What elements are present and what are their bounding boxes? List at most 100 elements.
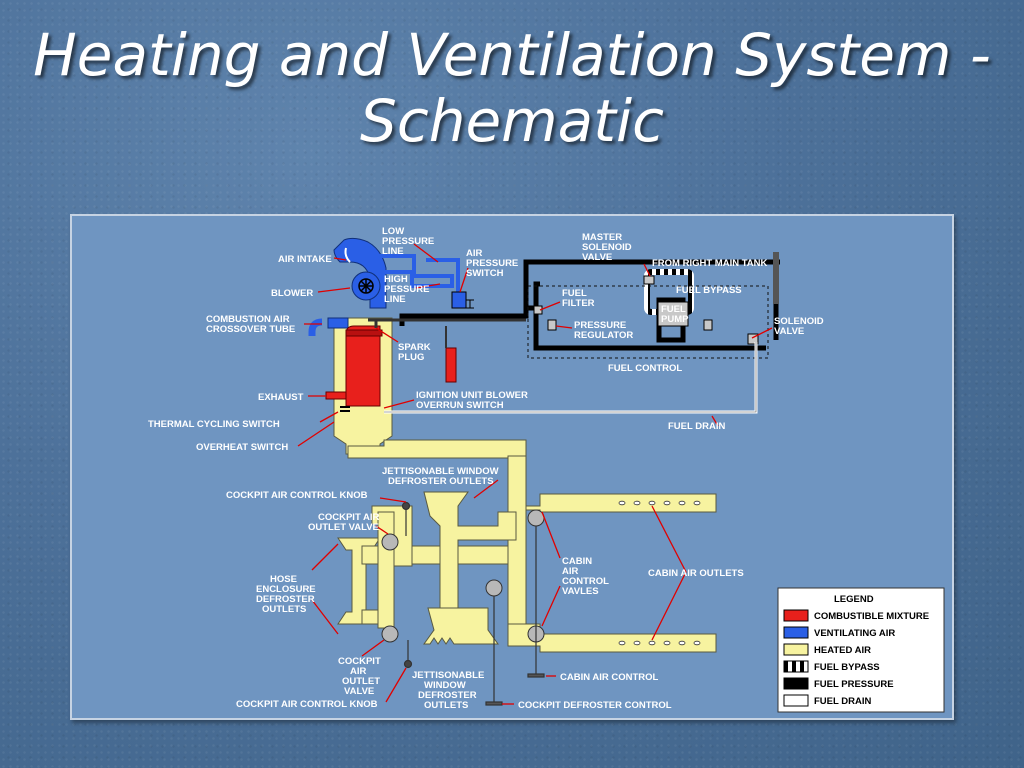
air-control-valves [381,509,545,643]
svg-text:FUEL DRAIN: FUEL DRAIN [814,696,871,707]
legend-item-ventilating: VENTILATING AIR [783,626,895,639]
svg-text:WINDOW: WINDOW [424,680,466,691]
svg-text:CROSSOVER TUBE: CROSSOVER TUBE [206,324,295,335]
cockpit-valve-lower [381,625,399,643]
label-fuel-pump: FUEL [661,304,686,315]
svg-text:PRESSURE: PRESSURE [382,236,434,247]
svg-text:COMBUSTIBLE MIXTURE: COMBUSTIBLE MIXTURE [814,611,929,622]
defroster-valve [485,579,503,597]
legend-item-heated: HEATED AIR [783,643,871,656]
label-jett-bottom: JETTISONABLE [412,670,484,681]
label-cockpit-defroster-control: COCKPIT DEFROSTER CONTROL [518,700,672,711]
svg-text:OUTLETS: OUTLETS [424,700,468,711]
svg-text:FILTER: FILTER [562,298,595,309]
switches [340,406,350,412]
schematic-diagram: AIR INTAKE BLOWER COMBUSTION AIR CROSSOV… [148,226,945,713]
label-pressure-regulator: PRESSURE [574,320,626,331]
label-blower: BLOWER [271,288,313,299]
label-cockpit-valve-top: COCKPIT AIR [318,512,380,523]
solenoid-valve [747,333,759,345]
svg-text:VENTILATING AIR: VENTILATING AIR [814,628,895,639]
master-solenoid-valve [643,275,655,285]
slide-title: Heating and Ventilation System - Schemat… [33,21,991,155]
svg-text:REGULATOR: REGULATOR [574,330,633,341]
label-spark-plug: SPARK [398,342,431,353]
label-thermal-switch: THERMAL CYCLING SWITCH [148,419,280,430]
main-trunk [507,455,527,627]
svg-text:ENCLOSURE: ENCLOSURE [256,584,316,595]
svg-text:LINE: LINE [382,246,404,257]
legend-title: LEGEND [834,594,874,605]
ignition-unit [445,347,457,383]
control-rods [401,501,545,706]
legend-item-fuel-pressure: FUEL PRESSURE [783,677,894,690]
svg-text:VALVE: VALVE [344,686,374,697]
pressure-regulator [547,319,557,331]
label-cockpit-knob-top: COCKPIT AIR CONTROL KNOB [226,490,368,501]
combustion-chamber [325,325,457,407]
fuel-control-box [527,285,769,359]
label-fuel-bypass: FUEL BYPASS [676,285,742,296]
label-ignition: IGNITION UNIT BLOWER [416,390,528,401]
legend-item-combustible: COMBUSTIBLE MIXTURE [783,609,929,622]
svg-text:CONTROL: CONTROL [562,576,609,587]
label-cockpit-knob-bottom: COCKPIT AIR CONTROL KNOB [236,699,378,710]
fuel-components [533,275,759,345]
label-combustion-air: COMBUSTION AIR [206,314,290,325]
label-solenoid-valve: SOLENOID [774,316,824,327]
callout-arrows [297,243,773,705]
label-fuel-filter: FUEL [562,288,587,299]
svg-text:OUTLET VALVE: OUTLET VALVE [308,522,379,533]
svg-text:VALVE: VALVE [774,326,804,337]
air-intake-mouth [344,247,351,263]
svg-text:SOLENOID: SOLENOID [582,242,632,253]
fuel-drain-outline [384,342,757,413]
svg-text:SWITCH: SWITCH [466,268,504,279]
svg-text:PESSURE: PESSURE [384,284,429,295]
svg-text:DEFROSTER: DEFROSTER [418,690,477,701]
exhaust-pipe [325,391,347,400]
fuel-filter [533,305,543,315]
fuel-pump [657,301,689,327]
legend: LEGEND COMBUSTIBLE MIXTURE VENTILATING A… [777,587,945,713]
window-outlet-lower [423,607,499,645]
svg-text:OUTLETS: OUTLETS [262,604,306,615]
label-cabin-air-control: CABIN AIR CONTROL [560,672,659,683]
svg-text:DEFROSTER OUTLETS: DEFROSTER OUTLETS [388,476,494,487]
label-hose-enclosure: HOSE [270,574,297,585]
svg-text:PUMP: PUMP [661,314,689,325]
svg-text:DEFROSTER: DEFROSTER [256,594,315,605]
label-cabin-air-outlets: CABIN AIR OUTLETS [648,568,744,579]
label-high-pressure: HIGH [384,274,408,285]
diagram-labels: AIR INTAKE BLOWER COMBUSTION AIR CROSSOV… [148,226,824,711]
cockpit-valve-upper [381,533,399,551]
svg-text:LINE: LINE [384,294,406,305]
svg-text:PRESSURE: PRESSURE [466,258,518,269]
heated-air-ducts [333,317,717,653]
blower-fan-icon [358,278,374,294]
label-master-solenoid: MASTER [582,232,622,243]
label-from-right-main-tank: FROM RIGHT MAIN TANK [652,258,768,269]
svg-text:HEATED AIR: HEATED AIR [814,645,871,656]
svg-text:OUTLET: OUTLET [342,676,380,687]
svg-text:VAVLES: VAVLES [562,586,599,597]
legend-item-bypass: FUEL BYPASS [783,660,880,673]
svg-text:AIR: AIR [350,666,367,677]
svg-text:PLUG: PLUG [398,352,424,363]
label-air-pressure-switch: AIR [466,248,483,259]
label-cabin-valves: CABIN [562,556,592,567]
svg-text:OVERRUN SWITCH: OVERRUN SWITCH [416,400,504,411]
label-jett-top: JETTISONABLE WINDOW [382,466,499,477]
svg-text:FUEL BYPASS: FUEL BYPASS [814,662,880,673]
svg-text:FUEL PRESSURE: FUEL PRESSURE [814,679,894,690]
air-pressure-switch [451,291,474,309]
label-fuel-control: FUEL CONTROL [608,363,682,374]
schematic-panel: AIR INTAKE BLOWER COMBUSTION AIR CROSSOV… [70,214,954,720]
label-exhaust: EXHAUST [258,392,304,403]
svg-text:VALVE: VALVE [582,252,612,263]
label-overheat-switch: OVERHEAT SWITCH [196,442,288,453]
cabin-outlet-holes [618,500,701,646]
label-cockpit-valve-bottom: COCKPIT [338,656,381,667]
legend-item-fuel-drain: FUEL DRAIN [783,694,871,707]
label-air-intake: AIR INTAKE [278,254,332,265]
